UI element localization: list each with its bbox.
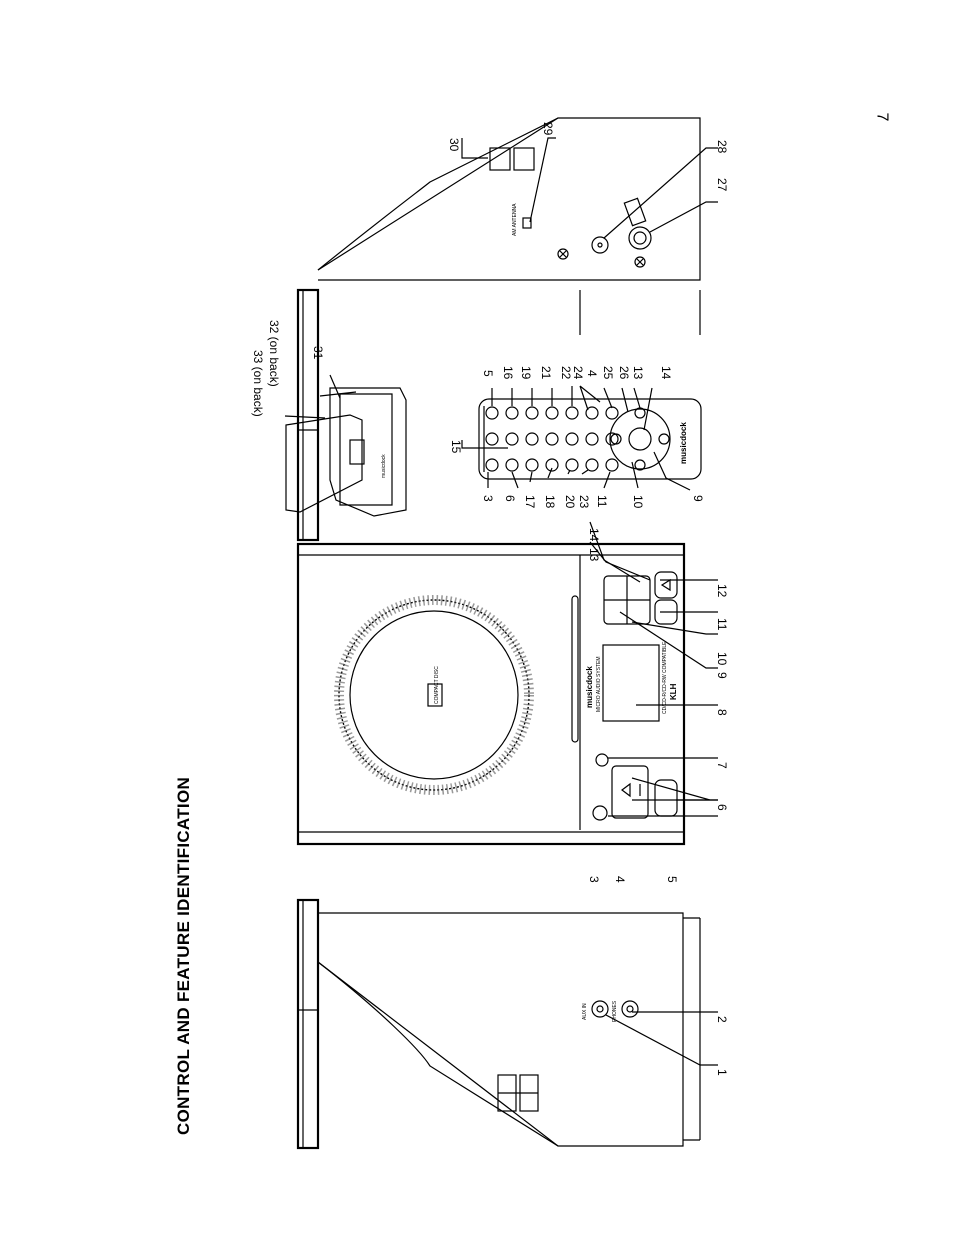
- speaker-terminals-icon: [489, 147, 535, 171]
- dock-callout-32: 32 (on back): [267, 320, 281, 387]
- svg-text:musicdock: musicdock: [381, 454, 387, 478]
- speaker-terminals-icon: [497, 1074, 539, 1112]
- antenna-jack-icon: AM ANTENNA: [512, 203, 532, 236]
- remote-callout-4: 4: [585, 370, 599, 377]
- callout-3: 3: [587, 876, 601, 883]
- remote-nav-pad-icon: [609, 407, 671, 471]
- cd-disc-area: COMPACT DISC: [334, 595, 534, 795]
- callout-6: 6: [715, 804, 729, 811]
- svg-text:AM ANTENNA: AM ANTENNA: [512, 203, 518, 236]
- disc-logo: COMPACT DISC: [434, 666, 440, 704]
- remote-callout-17: 17: [523, 495, 537, 509]
- callout-2: 2: [715, 1016, 729, 1023]
- remote-callout-9: 9: [691, 495, 705, 502]
- right-speaker: AM ANTENNA: [296, 117, 701, 542]
- maker-logo: KLH: [669, 683, 678, 700]
- remote-brand: musicdock: [679, 422, 688, 464]
- remote-callout-26: 26: [617, 366, 631, 380]
- dock-callout-33: 33 (on back): [251, 350, 265, 417]
- ir-sensor-icon: [595, 753, 609, 767]
- callout-29: 29: [541, 122, 555, 136]
- remote-callout-19: 19: [519, 366, 533, 380]
- remote-callout-3: 3: [481, 495, 495, 502]
- leader-lines: [284, 137, 718, 1066]
- callout-9: 9: [715, 672, 729, 679]
- ipod-dock: musicdock: [285, 387, 407, 517]
- aux-in-jack-icon: AUX IN: [582, 1000, 609, 1020]
- volume-buttons-icon: [611, 765, 649, 819]
- compat-line: CD/CD-R/CD-RW COMPATIBLE: [662, 641, 668, 714]
- callout-labels: 1 2 3 4 5 6 7 8 9 10 11 12 13 14 3 6 17 …: [251, 122, 729, 1076]
- svg-text:AUX IN: AUX IN: [582, 1003, 588, 1020]
- remote-buttons: [485, 406, 619, 472]
- callout-8: 8: [715, 709, 729, 716]
- remote-callout-5: 5: [481, 370, 495, 377]
- remote-callout-13: 13: [631, 366, 645, 380]
- callout-11: 11: [715, 618, 729, 631]
- svg-text:PHONES: PHONES: [612, 1000, 618, 1022]
- callout-13: 13: [587, 548, 601, 562]
- main-unit: COMPACT DISC musicdock MICRO AUDIO SYSTE…: [296, 542, 686, 846]
- callout-7: 7: [715, 762, 729, 769]
- remote-callout-10: 10: [631, 495, 645, 509]
- brand-name: musicdock: [585, 666, 594, 708]
- eject-button-icon: [654, 571, 678, 599]
- remote-callout-22: 22: [559, 366, 573, 380]
- callout-1: 1: [715, 1069, 729, 1076]
- callout-27: 27: [715, 178, 729, 192]
- remote-callout-25: 25: [601, 366, 615, 380]
- standby-button-icon: [592, 805, 608, 821]
- remote-callout-16: 16: [501, 366, 515, 380]
- display-panel: musicdock MICRO AUDIO SYSTEM CD/CD-R/CD-…: [585, 641, 678, 722]
- remote-callout-15: 15: [449, 440, 463, 454]
- remote-callout-6: 6: [503, 495, 517, 502]
- callout-30: 30: [447, 138, 461, 152]
- dock-callout-31: 31: [311, 346, 325, 360]
- dc-input-jack-icon: [557, 236, 609, 260]
- callout-5: 5: [665, 876, 679, 883]
- remote-callout-14: 14: [659, 366, 673, 380]
- callout-28: 28: [715, 140, 729, 154]
- callout-4: 4: [613, 876, 627, 883]
- callout-14: 14: [587, 528, 601, 542]
- remote-callout-11: 11: [595, 495, 609, 508]
- remote-callout-23: 23: [577, 495, 591, 509]
- remote-control: musicdock: [478, 398, 702, 480]
- docking-jack-icon: [623, 197, 652, 268]
- callout-12: 12: [715, 584, 729, 598]
- model-line: MICRO AUDIO SYSTEM: [596, 656, 602, 712]
- left-speaker: AUX IN PHONES: [296, 898, 701, 1150]
- phones-jack-icon: PHONES: [612, 1000, 639, 1022]
- remote-callout-24: 24: [571, 366, 585, 380]
- remote-callout-20: 20: [563, 495, 577, 509]
- remote-callout-21: 21: [539, 366, 553, 380]
- remote-callout-18: 18: [543, 495, 557, 509]
- callout-10: 10: [715, 652, 729, 666]
